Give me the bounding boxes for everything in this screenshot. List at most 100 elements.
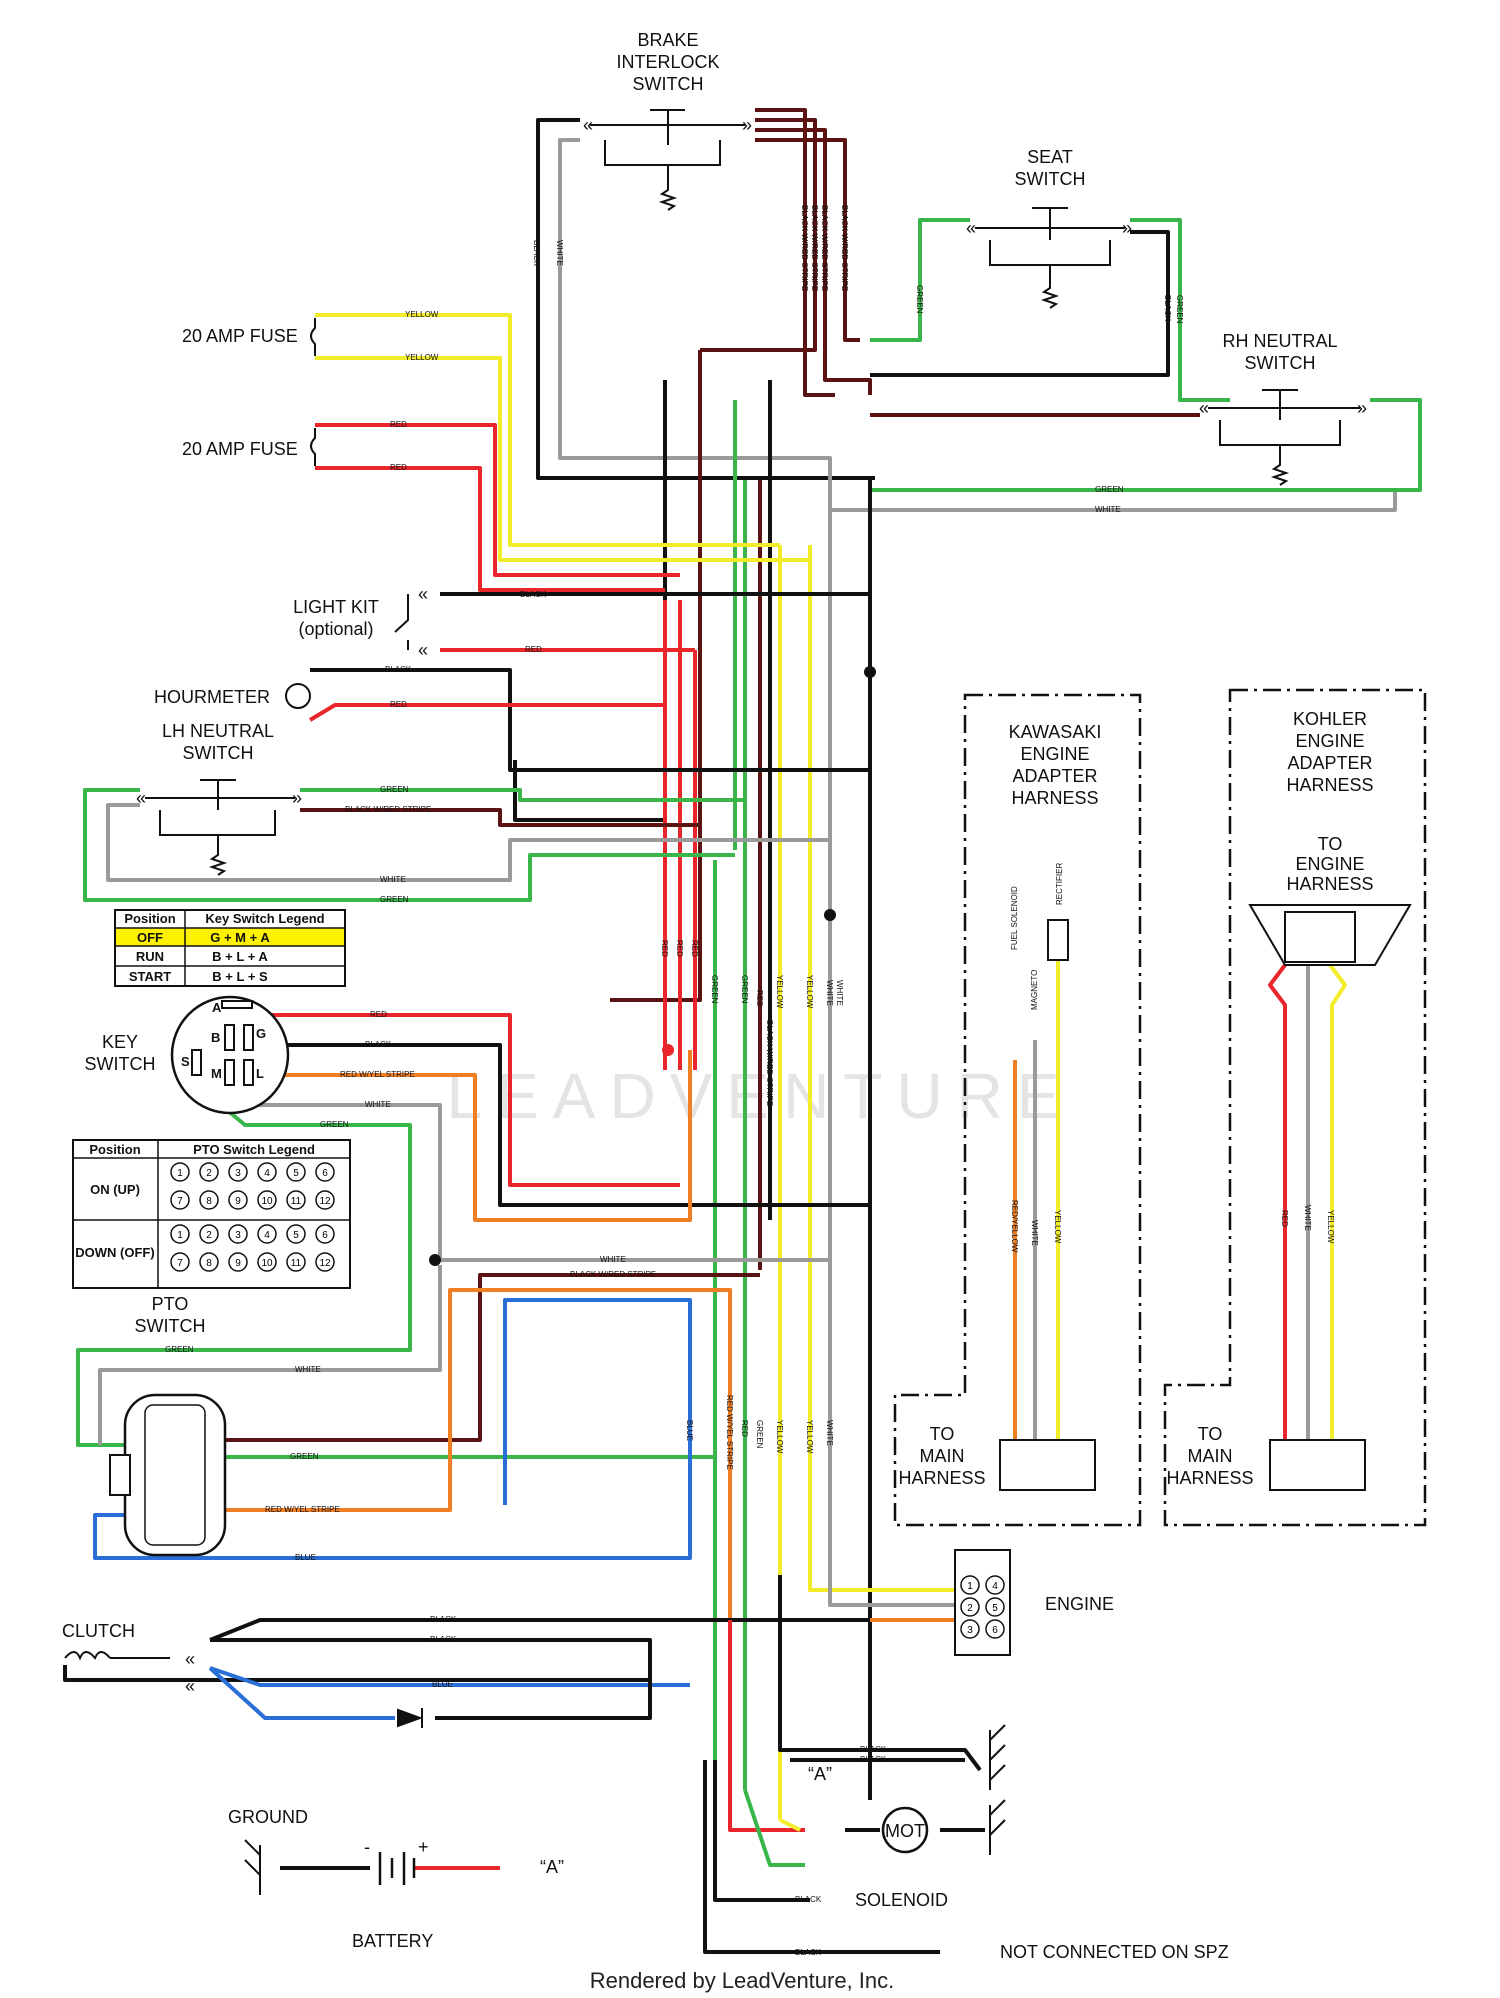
wire-dark-red-3	[755, 128, 872, 395]
wire-label: BLUE	[685, 1420, 694, 1441]
battery-minus: -	[364, 1837, 370, 1857]
pto-pin	[199, 1252, 219, 1272]
switch-body	[145, 779, 295, 876]
motor-label: MOT	[885, 1821, 925, 1841]
wire-label: YELLOW	[775, 1420, 784, 1454]
wire-black-ground-1	[778, 1575, 982, 1772]
pto-pin-number: 11	[291, 1258, 302, 1269]
kohler-to-engine: ENGINE	[1295, 854, 1364, 874]
terminal-label: L	[256, 1066, 264, 1081]
wire-orange-key	[250, 1050, 692, 1222]
wire-label: YELLOW	[405, 310, 439, 319]
light-kit: LIGHT KIT (optional) « «	[293, 584, 428, 660]
legend-grid	[73, 1140, 350, 1288]
hourmeter: HOURMETER	[154, 683, 311, 709]
wire-label: RED W/YEL STRIPE	[265, 1505, 340, 1514]
pto-pin-number: 5	[293, 1168, 299, 1179]
wire-dark-red-2	[700, 118, 817, 352]
kawasaki-wire-color: RED/YELLOW	[1010, 1200, 1019, 1253]
wire-label: RED	[690, 940, 699, 957]
engine-pin	[985, 1619, 1005, 1639]
kohler-to-engine: HARNESS	[1286, 874, 1373, 894]
ground-symbols	[244, 1724, 1006, 1895]
wire-label: WHITE	[1095, 505, 1121, 514]
wire-label: GREEN	[380, 785, 409, 794]
pto-pin	[228, 1190, 248, 1210]
ground-icon	[989, 1724, 1006, 1790]
kohler-title: KOHLER	[1293, 709, 1367, 729]
kohler-connector	[1269, 1439, 1366, 1491]
terminal-label: G	[256, 1026, 266, 1041]
wire-label: BLACK	[430, 1615, 457, 1624]
lh-neutral-label: SWITCH	[183, 743, 254, 763]
wire-label: RED	[660, 940, 669, 957]
pto-switch-label: PTO	[152, 1294, 189, 1314]
motor-symbol	[881, 1806, 929, 1854]
pto-pin-number: 6	[322, 1168, 328, 1179]
solenoid-label: SOLENOID	[855, 1890, 948, 1910]
battery-symbol	[378, 1852, 416, 1885]
kohler-harness: KOHLER ENGINE ADAPTER HARNESS TO ENGINE …	[1163, 688, 1427, 1527]
rh-neutral-switch: RH NEUTRAL SWITCH « »	[1199, 331, 1367, 486]
wire-yellow-kohler	[1328, 963, 1347, 1440]
legend-cell: RUN	[136, 949, 164, 964]
connector-mark: «	[136, 788, 146, 808]
wire-label: WHITE	[825, 1420, 834, 1446]
terminal-label: A	[212, 1000, 222, 1015]
wire-label: WHITE	[600, 1255, 626, 1264]
wire-white-engine	[828, 1580, 955, 1607]
legend-cell: OFF	[137, 930, 163, 945]
kawasaki-harness: KAWASAKI ENGINE ADAPTER HARNESS FUEL SOL…	[893, 693, 1142, 1527]
pto-pin-number: 1	[177, 1168, 183, 1179]
diode-symbol	[397, 1708, 423, 1728]
seat-switch-label: SWITCH	[1015, 169, 1086, 189]
engine-pin-number: 1	[967, 1581, 973, 1592]
wire-label: BLACK	[860, 1745, 887, 1754]
pto-pin	[170, 1252, 190, 1272]
pto-pin-number: 12	[319, 1196, 331, 1207]
battery-label: BATTERY	[352, 1931, 433, 1951]
engine-pin-number: 2	[967, 1603, 973, 1614]
pto-pin	[199, 1224, 219, 1244]
pto-connector	[123, 1393, 227, 1557]
pto-pin-number: 9	[235, 1258, 241, 1269]
wire-label: BLACK	[520, 590, 547, 599]
engine-pin	[960, 1619, 980, 1639]
terminal-g	[243, 1024, 254, 1051]
connector-mark: «	[185, 1649, 195, 1669]
pto-pin-number: 2	[206, 1168, 212, 1179]
wire-label: BLACK W/RED STRIPE	[570, 1270, 656, 1279]
wire-label: BLACK W/RED STRIPE	[765, 1020, 774, 1106]
pto-pin	[257, 1224, 277, 1244]
legend-cell: B + L + A	[212, 949, 268, 964]
seat-switch-label: SEAT	[1027, 147, 1073, 167]
wire-label: BLACK W/RED STRIPE	[800, 205, 809, 291]
rh-neutral-label: RH NEUTRAL	[1222, 331, 1337, 351]
wire-label: GREEN	[165, 1345, 194, 1354]
wire-yellow-fuse-b	[315, 356, 810, 562]
kawasaki-title: KAWASAKI	[1009, 722, 1102, 742]
light-kit-label: LIGHT KIT	[293, 597, 379, 617]
key-switch-label: KEY	[102, 1032, 138, 1052]
kohler-wire-color: YELLOW	[1326, 1210, 1335, 1244]
battery-plus: +	[418, 1837, 429, 1857]
pto-pin-number: 6	[322, 1230, 328, 1241]
engine-pin-number: 6	[992, 1625, 998, 1636]
to-main-label: MAIN	[1188, 1446, 1233, 1466]
wire-label: RED	[390, 700, 407, 709]
ground-icon	[244, 1839, 261, 1895]
wire-label: GREEN	[710, 975, 719, 1004]
wire-black-red-lh	[300, 808, 700, 827]
kohler-title: ENGINE	[1295, 731, 1364, 751]
wire-label: WHITE	[555, 240, 564, 266]
pto-pin-number: 3	[235, 1168, 241, 1179]
engine-pin	[985, 1597, 1005, 1617]
fuse-symbol	[310, 428, 316, 466]
pto-switch-label: SWITCH	[135, 1316, 206, 1336]
wire-yellow-fuse-a	[315, 313, 780, 547]
kawasaki-title: HARNESS	[1011, 788, 1098, 808]
to-main-label: TO	[930, 1424, 955, 1444]
